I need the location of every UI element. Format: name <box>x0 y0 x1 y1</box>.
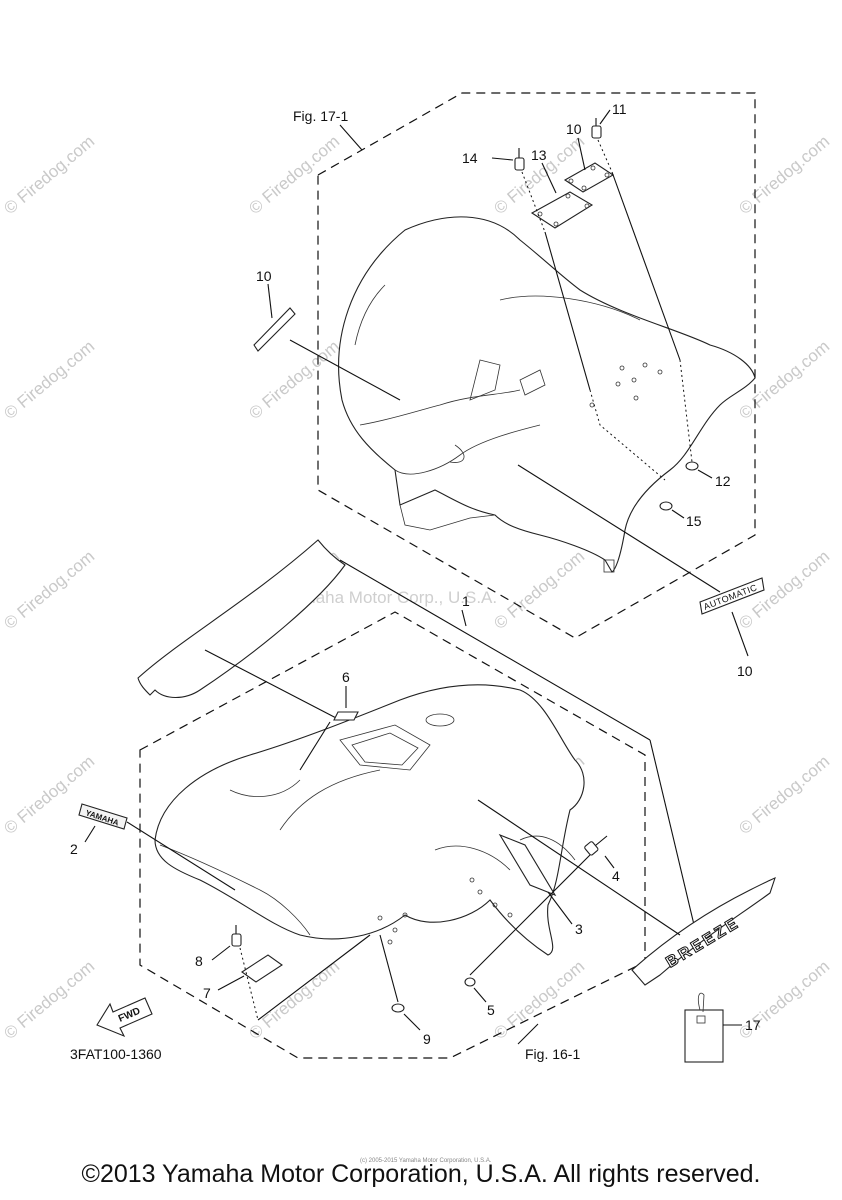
callout-3: 3 <box>575 921 583 937</box>
yamaha-decal: YAMAHA <box>78 803 128 830</box>
assembly-line <box>339 559 651 741</box>
assembly-line <box>477 799 681 936</box>
leader-line <box>731 611 749 657</box>
leader-line <box>517 1023 539 1045</box>
leader-line <box>547 891 573 925</box>
callout-5: 5 <box>487 1002 495 1018</box>
leader-line <box>473 987 487 1003</box>
assembly-line <box>649 739 701 951</box>
callout-17: 17 <box>745 1017 761 1033</box>
assembly-line <box>597 139 613 173</box>
leader-line <box>671 509 685 519</box>
center-watermark: Yamaha Motor Corp., U.S.A. <box>282 588 497 607</box>
part-4-screw <box>584 835 608 856</box>
part-15-screw <box>514 148 525 171</box>
part-17-tag <box>684 992 724 1063</box>
assembly-line <box>239 947 259 1021</box>
assembly-line <box>521 171 546 233</box>
leader-line <box>697 469 713 479</box>
callout-6: 6 <box>342 669 350 685</box>
part-11-plate <box>563 162 615 193</box>
part-8-screw <box>231 925 242 947</box>
leader-line <box>604 855 615 869</box>
fig-16-1-boundary <box>139 611 646 1059</box>
watermark: © Firedog.com <box>0 132 98 218</box>
leader-line <box>491 157 514 161</box>
part-9-nut <box>391 1003 405 1013</box>
breeze-panel: BREEZE <box>631 877 776 986</box>
assembly-line <box>126 821 236 891</box>
callout-11: 10 <box>566 121 582 137</box>
assembly-line <box>589 389 666 481</box>
watermark: © Firedog.com <box>0 547 98 633</box>
leader-line <box>577 137 586 171</box>
leader-line <box>541 162 557 194</box>
part-16-nut <box>659 501 673 511</box>
assembly-line <box>611 171 681 361</box>
assembly-line <box>544 231 591 391</box>
watermark: © Firedog.com <box>245 132 343 218</box>
leader-line <box>461 609 467 627</box>
side-rail-panel <box>137 539 346 699</box>
callout-15: 14 <box>462 150 478 166</box>
callout-2: 2 <box>70 841 78 857</box>
callout-9: 9 <box>423 1031 431 1047</box>
callout-16: 15 <box>686 513 702 529</box>
callout-7: 7 <box>203 985 211 1001</box>
callout-10-top: 10 <box>256 268 272 284</box>
callout-10-bottom: 10 <box>737 663 753 679</box>
assembly-line <box>517 464 721 593</box>
callout-8: 8 <box>195 953 203 969</box>
callout-12: 11 <box>612 101 627 117</box>
part-10-decal <box>253 307 296 352</box>
callout-1: 1 <box>462 593 470 609</box>
watermark: © Firedog.com <box>735 132 833 218</box>
part-6-decal <box>333 711 359 721</box>
watermark: © Firedog.com <box>490 957 588 1043</box>
copyright-notice: ©2013 Yamaha Motor Corporation, U.S.A. A… <box>81 1160 761 1188</box>
assembly-line <box>299 721 331 771</box>
callout-14: 13 <box>531 147 547 163</box>
fig-17-1-ref: Fig. 17-1 <box>293 108 348 124</box>
part-14-plate <box>530 191 594 229</box>
rear-fender-top <box>338 216 756 573</box>
part-13-nut <box>685 461 699 471</box>
small-print: (c) 2005-2015 Yamaha Motor Corporation, … <box>360 1158 492 1164</box>
front-fender <box>154 684 585 956</box>
watermark: © Firedog.com <box>0 337 98 423</box>
part-7-plate <box>241 954 283 983</box>
watermark: © Firedog.com <box>490 547 588 633</box>
leader-line <box>403 1013 421 1031</box>
assembly-line <box>679 359 693 463</box>
callout-4: 4 <box>612 868 620 884</box>
part-3-plate <box>498 833 557 897</box>
leader-line <box>84 825 96 843</box>
fig-16-1-ref: Fig. 16-1 <box>525 1046 580 1062</box>
watermark: © Firedog.com <box>0 957 98 1043</box>
leader-line <box>217 975 245 991</box>
watermark: © Firedog.com <box>735 752 833 838</box>
fwd-arrow-icon: FWD <box>96 997 153 1038</box>
assembly-line <box>379 934 399 1003</box>
fig-17-1-boundary <box>317 92 756 639</box>
leader-line <box>339 124 363 151</box>
diagram-code: 3FAT100-1360 <box>70 1046 162 1062</box>
assembly-line <box>204 649 341 721</box>
leader-line <box>211 945 231 961</box>
part-5-nut <box>464 977 476 987</box>
assembly-line <box>257 934 371 1021</box>
callout-13: 12 <box>715 473 731 489</box>
leader-line <box>599 109 611 125</box>
assembly-line <box>469 854 591 976</box>
watermark: © Firedog.com <box>0 752 98 838</box>
part-12-screw <box>591 118 602 139</box>
assembly-line <box>289 339 401 401</box>
leader-line <box>267 283 273 319</box>
